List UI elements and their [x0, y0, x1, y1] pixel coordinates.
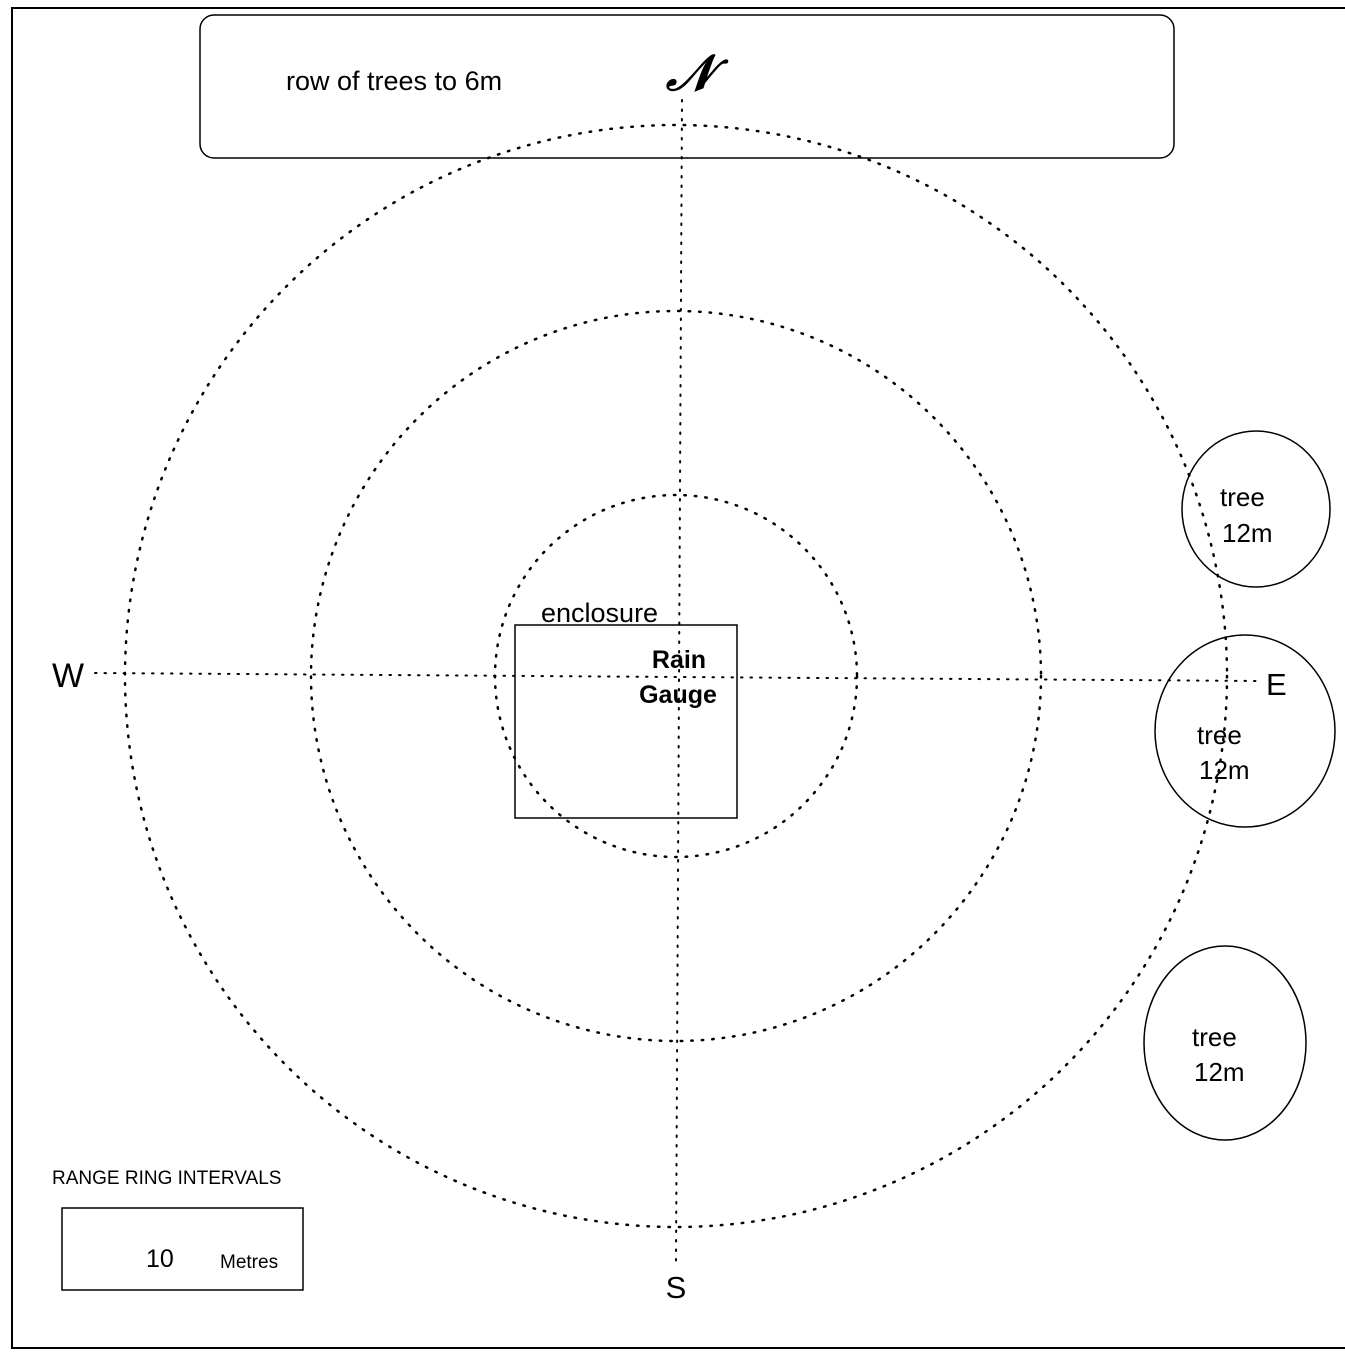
tree-3-label-line1: tree — [1192, 1022, 1237, 1052]
tree-circle-2 — [1154, 634, 1336, 828]
tree-1-label-line2: 12m — [1222, 518, 1273, 548]
tree-1-label-line1: tree — [1220, 482, 1265, 512]
compass-west: W — [52, 657, 84, 695]
tree-2-label-line2: 12m — [1199, 755, 1250, 785]
compass-east: E — [1266, 667, 1287, 702]
diagram-frame — [11, 7, 1345, 1349]
tree-2-label-line1: tree — [1197, 720, 1242, 750]
range-ring-middle — [309, 309, 1043, 1043]
enclosure-label: enclosure — [541, 598, 658, 628]
legend-value: 10 — [146, 1245, 174, 1273]
legend-title: RANGE RING INTERVALS — [52, 1168, 281, 1189]
tree-row-box — [199, 14, 1175, 159]
tree-3-label-line2: 12m — [1194, 1057, 1245, 1087]
compass-north: 𝒩 — [665, 43, 729, 102]
tree-circle-3 — [1143, 945, 1307, 1141]
tree-row-label: row of trees to 6m — [286, 66, 502, 96]
rain-gauge-label-line2: Gauge — [639, 681, 717, 709]
legend-box — [61, 1207, 304, 1291]
enclosure-box — [514, 624, 738, 819]
rain-gauge-label-line1: Rain — [652, 646, 706, 674]
range-ring-outer — [123, 123, 1229, 1229]
tree-circle-1 — [1181, 430, 1331, 588]
legend-unit: Metres — [220, 1252, 278, 1273]
compass-south: S — [666, 1270, 687, 1305]
north-south-axis — [675, 99, 683, 1263]
